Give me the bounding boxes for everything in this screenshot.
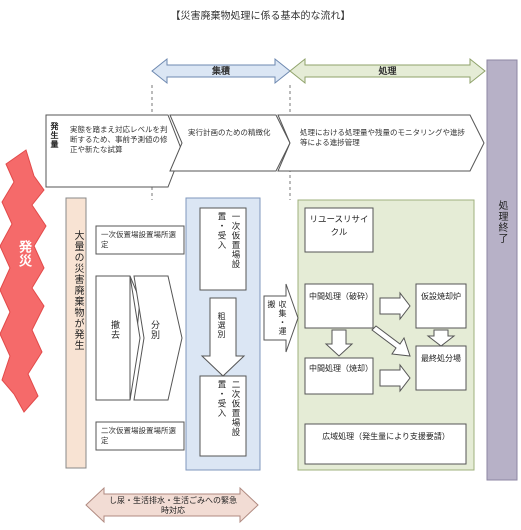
emergency-text: し尿・生活排水・生活ごみへの緊急時対応 [109,496,237,515]
second-site-label: 二次仮置場設置・受入 [216,380,240,437]
mass-waste-column [65,197,87,469]
removal-label: 撤去 [109,320,119,340]
first-site-selection-text: 一次仮置場設置場所選定 [101,230,176,249]
mass-waste-label: 大量の災害廃棄物が発生 [72,230,83,351]
wide-area-box [304,423,467,465]
wide-area-text: 広域処理（発生量により支援要請） [322,432,450,441]
generation-label: 発生量 [50,122,59,149]
emergency-arrow [85,486,259,524]
second-site-selection-box [95,421,185,451]
second-site-box [199,375,247,457]
rough-sorting-arrow [200,297,246,377]
temp-incinerator-box [415,283,467,329]
first-site-label: 一次仮置場設置・受入 [216,212,240,269]
collection-transport-label: 収集・運搬 [267,300,287,336]
disaster-label: 発災 [16,240,31,268]
intermediate-crushing-box [304,283,374,329]
diagram-title: 【災害廃棄物処理に係る基本的な流れ】 [170,11,351,22]
disaster-burst [0,149,47,413]
plan-text: 実行計画のための精緻化 [188,128,271,137]
first-site-box [199,207,247,291]
first-site-selection-box [95,225,185,255]
sorting-label: 分別 [149,320,159,340]
generation-text: 実態を踏まえ対応レベルを判断するため、事前予測値の修正や新たな試算 [70,125,168,154]
temp-incinerator-text: 仮設焼却炉 [421,292,461,301]
intermediate-crushing-text: 中間処理（破砕） [309,292,373,301]
end-column [486,59,518,481]
collection-phase-label: 集積 [211,67,230,77]
intermediate-incineration-box [304,357,374,395]
monitor-arrow [277,114,485,172]
sorting-arrow [133,275,183,401]
end-label: 処理終了 [496,200,507,244]
second-site-selection-text: 二次仮置場設置場所選定 [101,426,176,445]
treatment-phase-arrow [289,57,486,85]
reuse-recycle-box [304,207,374,253]
final-disposal-text: 最終処分場 [421,354,461,363]
plan-arrow [169,114,291,172]
rough-sorting-label: 粗選別 [217,312,226,339]
intermediate-incineration-text: 中間処理（焼却） [309,364,373,373]
treatment-phase-label: 処理 [378,67,397,77]
reuse-recycle-text: リユースリサイクル [309,215,369,238]
collection-transport-arrow [263,283,299,353]
monitor-text: 処理における処理量や残量のモニタリングや進捗等による進捗管理 [300,128,465,147]
